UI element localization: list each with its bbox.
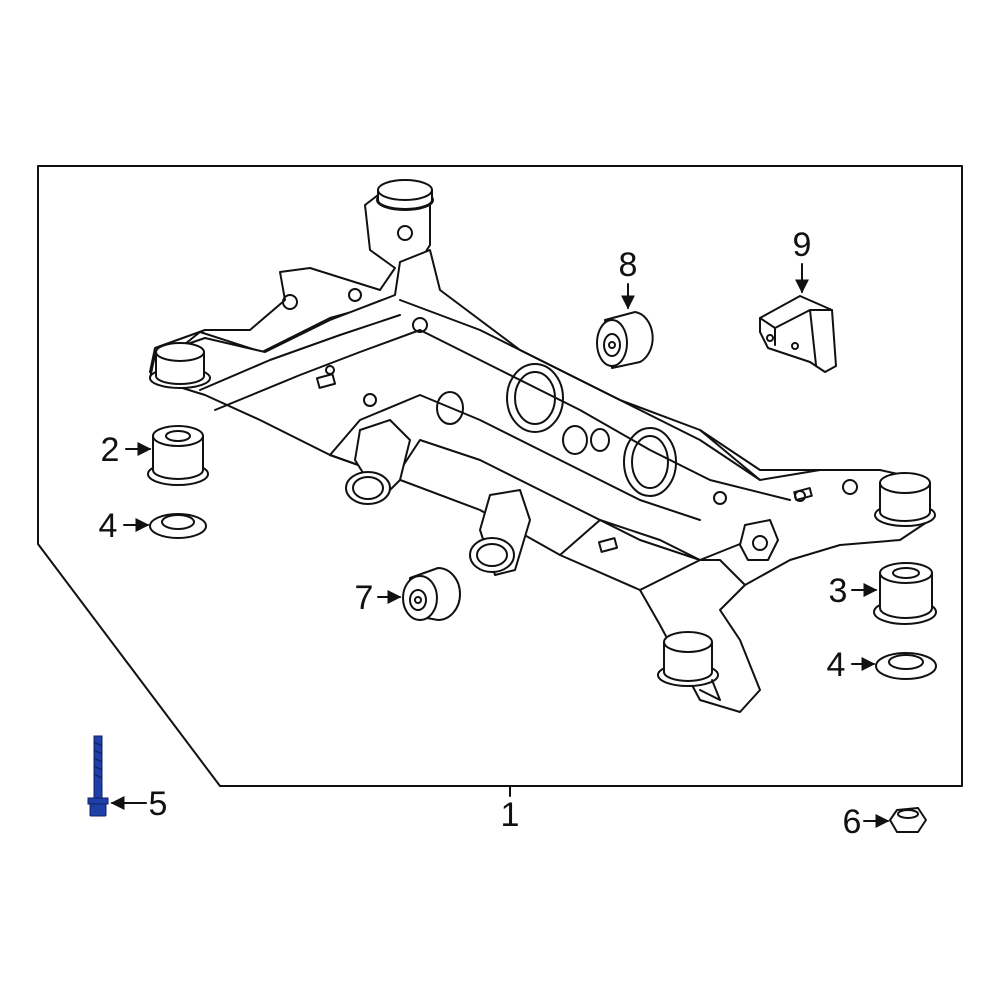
callout-4-right: 4	[827, 646, 846, 684]
callout-7: 7	[355, 579, 374, 617]
callout-3: 3	[829, 572, 848, 610]
callout-9: 9	[793, 226, 812, 264]
callout-8: 8	[619, 246, 638, 284]
subframe-assembly[interactable]	[149, 179, 936, 713]
callout-1: 1	[501, 796, 520, 834]
washer-part-4-right[interactable]	[875, 652, 937, 680]
nut-part-6[interactable]	[889, 807, 927, 833]
bushing-part-8[interactable]	[596, 311, 654, 369]
callout-4-left: 4	[99, 507, 118, 545]
washer-part-4-left[interactable]	[149, 513, 207, 539]
bolt-part-5[interactable]	[87, 735, 109, 817]
callout-2: 2	[101, 431, 120, 469]
callout-5: 5	[149, 785, 168, 823]
callout-6: 6	[843, 803, 862, 841]
bushing-part-3[interactable]	[873, 562, 937, 625]
diagram-frame	[37, 165, 963, 787]
bushing-part-7[interactable]	[402, 567, 461, 621]
bracket-part-9[interactable]	[759, 295, 837, 373]
bushing-part-2[interactable]	[147, 425, 209, 486]
